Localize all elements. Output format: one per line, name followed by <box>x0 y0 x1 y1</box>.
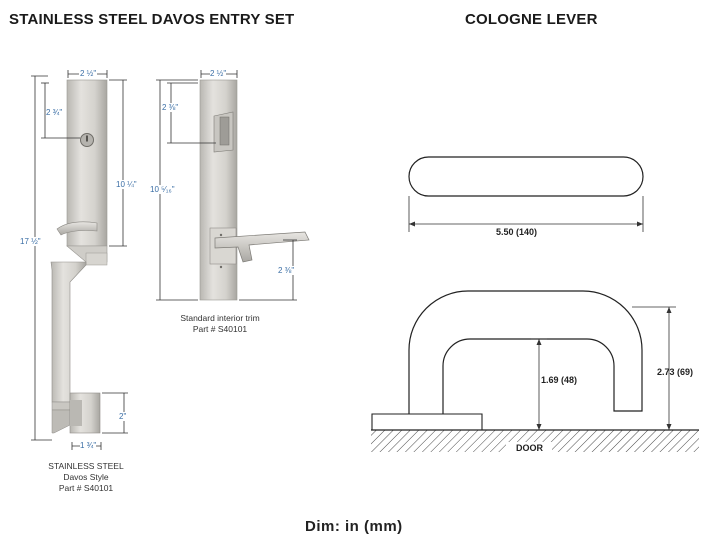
left-title: STAINLESS STEEL DAVOS ENTRY SET <box>9 11 295 28</box>
lever-length-label: 5.50 (140) <box>496 227 538 237</box>
lever-side-view <box>371 290 699 454</box>
exterior-width-dim: 2 ½" <box>79 69 98 78</box>
exterior-base-dim: 2" <box>119 412 127 421</box>
units-footer: Dim: in (mm) <box>305 518 403 535</box>
door-label: DOOR <box>516 443 543 453</box>
exterior-plate-dim: 10 ¼" <box>116 180 137 189</box>
interior-lever-dim: 2 ⅜" <box>278 266 295 275</box>
lever-inner-height-label: 1.69 (48) <box>541 375 578 385</box>
right-title: COLOGNE LEVER <box>465 11 598 28</box>
interior-trim <box>199 79 310 301</box>
exterior-caption-line1: STAINLESS STEEL <box>48 461 124 471</box>
interior-turn-dim: 2 ⅜" <box>162 103 179 112</box>
exterior-overall-dim: 17 ½" <box>20 237 41 246</box>
exterior-caption-line2: Davos Style <box>63 472 109 482</box>
door-hatch <box>371 430 699 452</box>
interior-caption-line2: Part # S40101 <box>192 324 248 334</box>
interior-caption: Standard interior trim Part # S40101 <box>165 313 275 335</box>
interior-lever <box>214 231 310 263</box>
exterior-foot-dim: 1 ¾" <box>80 441 97 450</box>
exterior-plate <box>66 79 108 247</box>
exterior-caption-line3: Part # S40101 <box>58 483 114 493</box>
interior-plate-dim: 10 ⁵⁄₁₆" <box>150 185 175 194</box>
thumb-piece <box>56 221 98 236</box>
handle-grip <box>50 261 87 403</box>
exterior-cylinder-dim: 2 ¾" <box>46 108 63 117</box>
keyway <box>86 135 88 142</box>
interior-caption-line1: Standard interior trim <box>180 313 260 323</box>
exterior-handleset <box>50 79 108 434</box>
exterior-caption: STAINLESS STEEL Davos Style Part # S4010… <box>30 461 142 494</box>
interior-width-dim: 2 ½" <box>210 69 227 78</box>
lever-outer-height-label: 2.73 (69) <box>657 367 694 377</box>
lever-top-view <box>408 156 644 232</box>
